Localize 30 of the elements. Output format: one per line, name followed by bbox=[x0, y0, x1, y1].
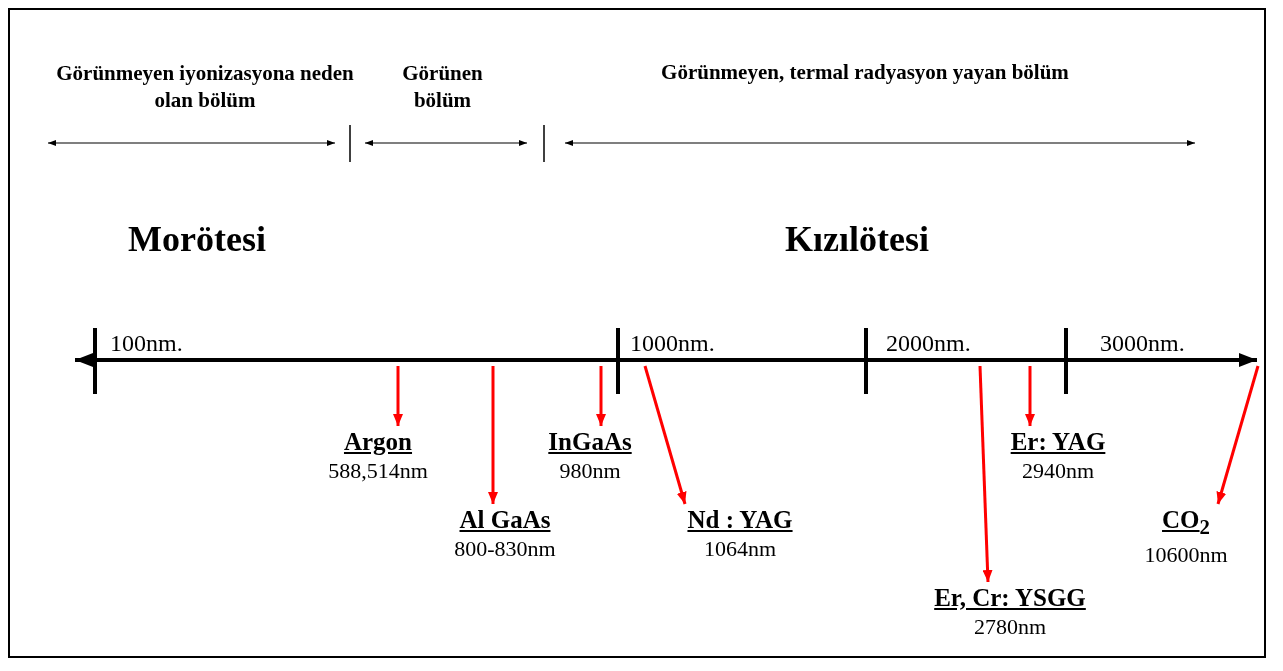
tick-label: 1000nm. bbox=[630, 330, 715, 357]
laser-name: Er: YAG bbox=[1010, 428, 1106, 456]
arrow bbox=[488, 366, 498, 504]
tick-label: 2000nm. bbox=[886, 330, 971, 357]
arrow bbox=[393, 366, 403, 426]
laser-name: Argon bbox=[343, 428, 413, 456]
wavelength-label: 588,514nm bbox=[328, 458, 428, 484]
wavelength-label: 800-830nm bbox=[454, 536, 556, 562]
wavelength-label: 2940nm bbox=[1021, 458, 1095, 484]
region-title: Kızılötesi bbox=[785, 218, 929, 260]
region-label: Görünen bölüm bbox=[401, 60, 484, 115]
laser-name: CO$_{2}$ bbox=[1162, 506, 1210, 540]
arrow bbox=[978, 365, 993, 583]
wavelength-label: 980nm bbox=[559, 458, 621, 484]
tick-label: 100nm. bbox=[110, 330, 183, 357]
region-title: Morötesi bbox=[128, 218, 266, 260]
laser-name: Al GaAs bbox=[459, 506, 551, 534]
laser-name: Nd : YAG bbox=[687, 506, 793, 534]
arrow bbox=[1216, 365, 1260, 505]
region-label: Görünmeyen iyonizasyona neden olan bölüm bbox=[55, 60, 355, 115]
arrow bbox=[596, 366, 606, 426]
laser-name: Er, Cr: YSGG bbox=[934, 584, 1086, 612]
wavelength-label: 10600nm bbox=[1144, 542, 1228, 568]
tick-label: 3000nm. bbox=[1100, 330, 1185, 357]
laser-name: InGaAs bbox=[548, 428, 632, 456]
arrow bbox=[1025, 366, 1035, 426]
region-label: Görünmeyen, termal radyasyon yayan bölüm bbox=[660, 60, 1070, 85]
arrow bbox=[643, 365, 687, 505]
wavelength-label: 1064nm bbox=[703, 536, 777, 562]
wavelength-label: 2780nm bbox=[973, 614, 1047, 640]
